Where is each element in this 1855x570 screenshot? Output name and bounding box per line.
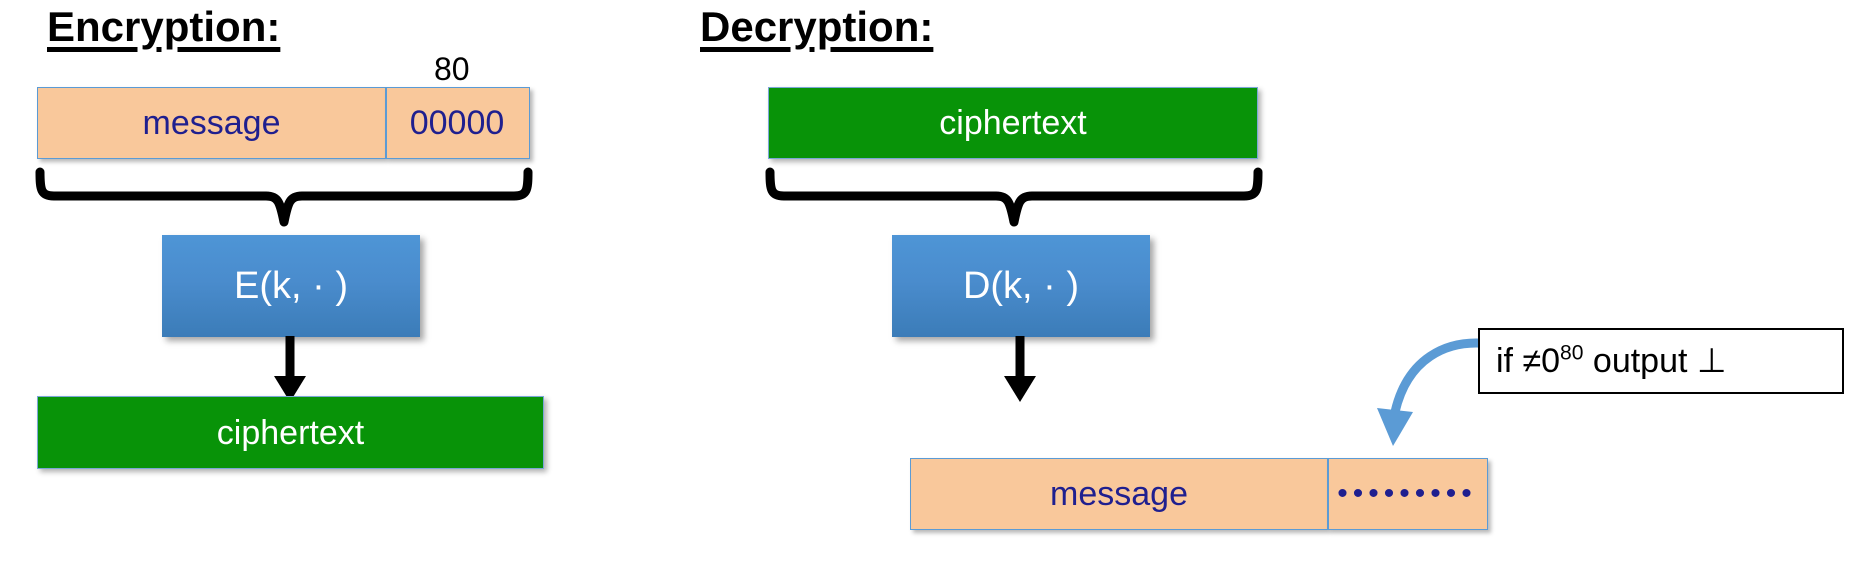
message-cell-label: message (142, 104, 281, 142)
encryption-heading: Encryption: (47, 3, 281, 50)
pad-cell: 00000 (385, 87, 530, 159)
decryption-function-box: D(k, · ) (892, 235, 1150, 337)
decryption-pad-label: ••••••••• (1337, 477, 1477, 510)
pad-cell-label: 00000 (409, 104, 505, 142)
encryption-arrow-down-icon (268, 334, 312, 404)
decryption-message-label: message (1050, 475, 1188, 513)
callout-curved-arrow-icon (1295, 320, 1505, 460)
decryption-callout-box: if ≠080 output ⊥ (1478, 328, 1844, 394)
message-cell: message (37, 87, 385, 159)
encryption-input-box: message 00000 (37, 87, 530, 159)
decryption-function-label: D(k, · ) (962, 265, 1080, 307)
decryption-brace (762, 167, 1266, 230)
encryption-function-box-main: E(k, · ) (162, 235, 420, 337)
encryption-output-label: ciphertext (216, 413, 365, 452)
pad-size-label: 80 (434, 51, 470, 87)
encryption-brace (32, 167, 536, 230)
callout-text-exponent: 80 (1560, 341, 1584, 365)
decryption-output-box: message ••••••••• (910, 458, 1488, 530)
decryption-input-box: ciphertext (768, 87, 1258, 159)
decryption-pad-cell: ••••••••• (1327, 458, 1488, 530)
decryption-message-cell: message (910, 458, 1327, 530)
input-cell-divider (385, 87, 387, 159)
encryption-function-label: E(k, · ) (234, 265, 348, 307)
encryption-output-box: ciphertext (37, 396, 544, 469)
callout-text-suffix: output ⊥ (1583, 342, 1727, 380)
decryption-arrow-down-icon (998, 334, 1042, 404)
output-cell-divider (1327, 458, 1329, 530)
decryption-input-label: ciphertext (939, 104, 1087, 142)
decryption-heading: Decryption: (700, 3, 934, 50)
callout-text-prefix: if ≠0 (1496, 342, 1561, 380)
callout-text: if ≠080 output ⊥ (1496, 341, 1727, 380)
